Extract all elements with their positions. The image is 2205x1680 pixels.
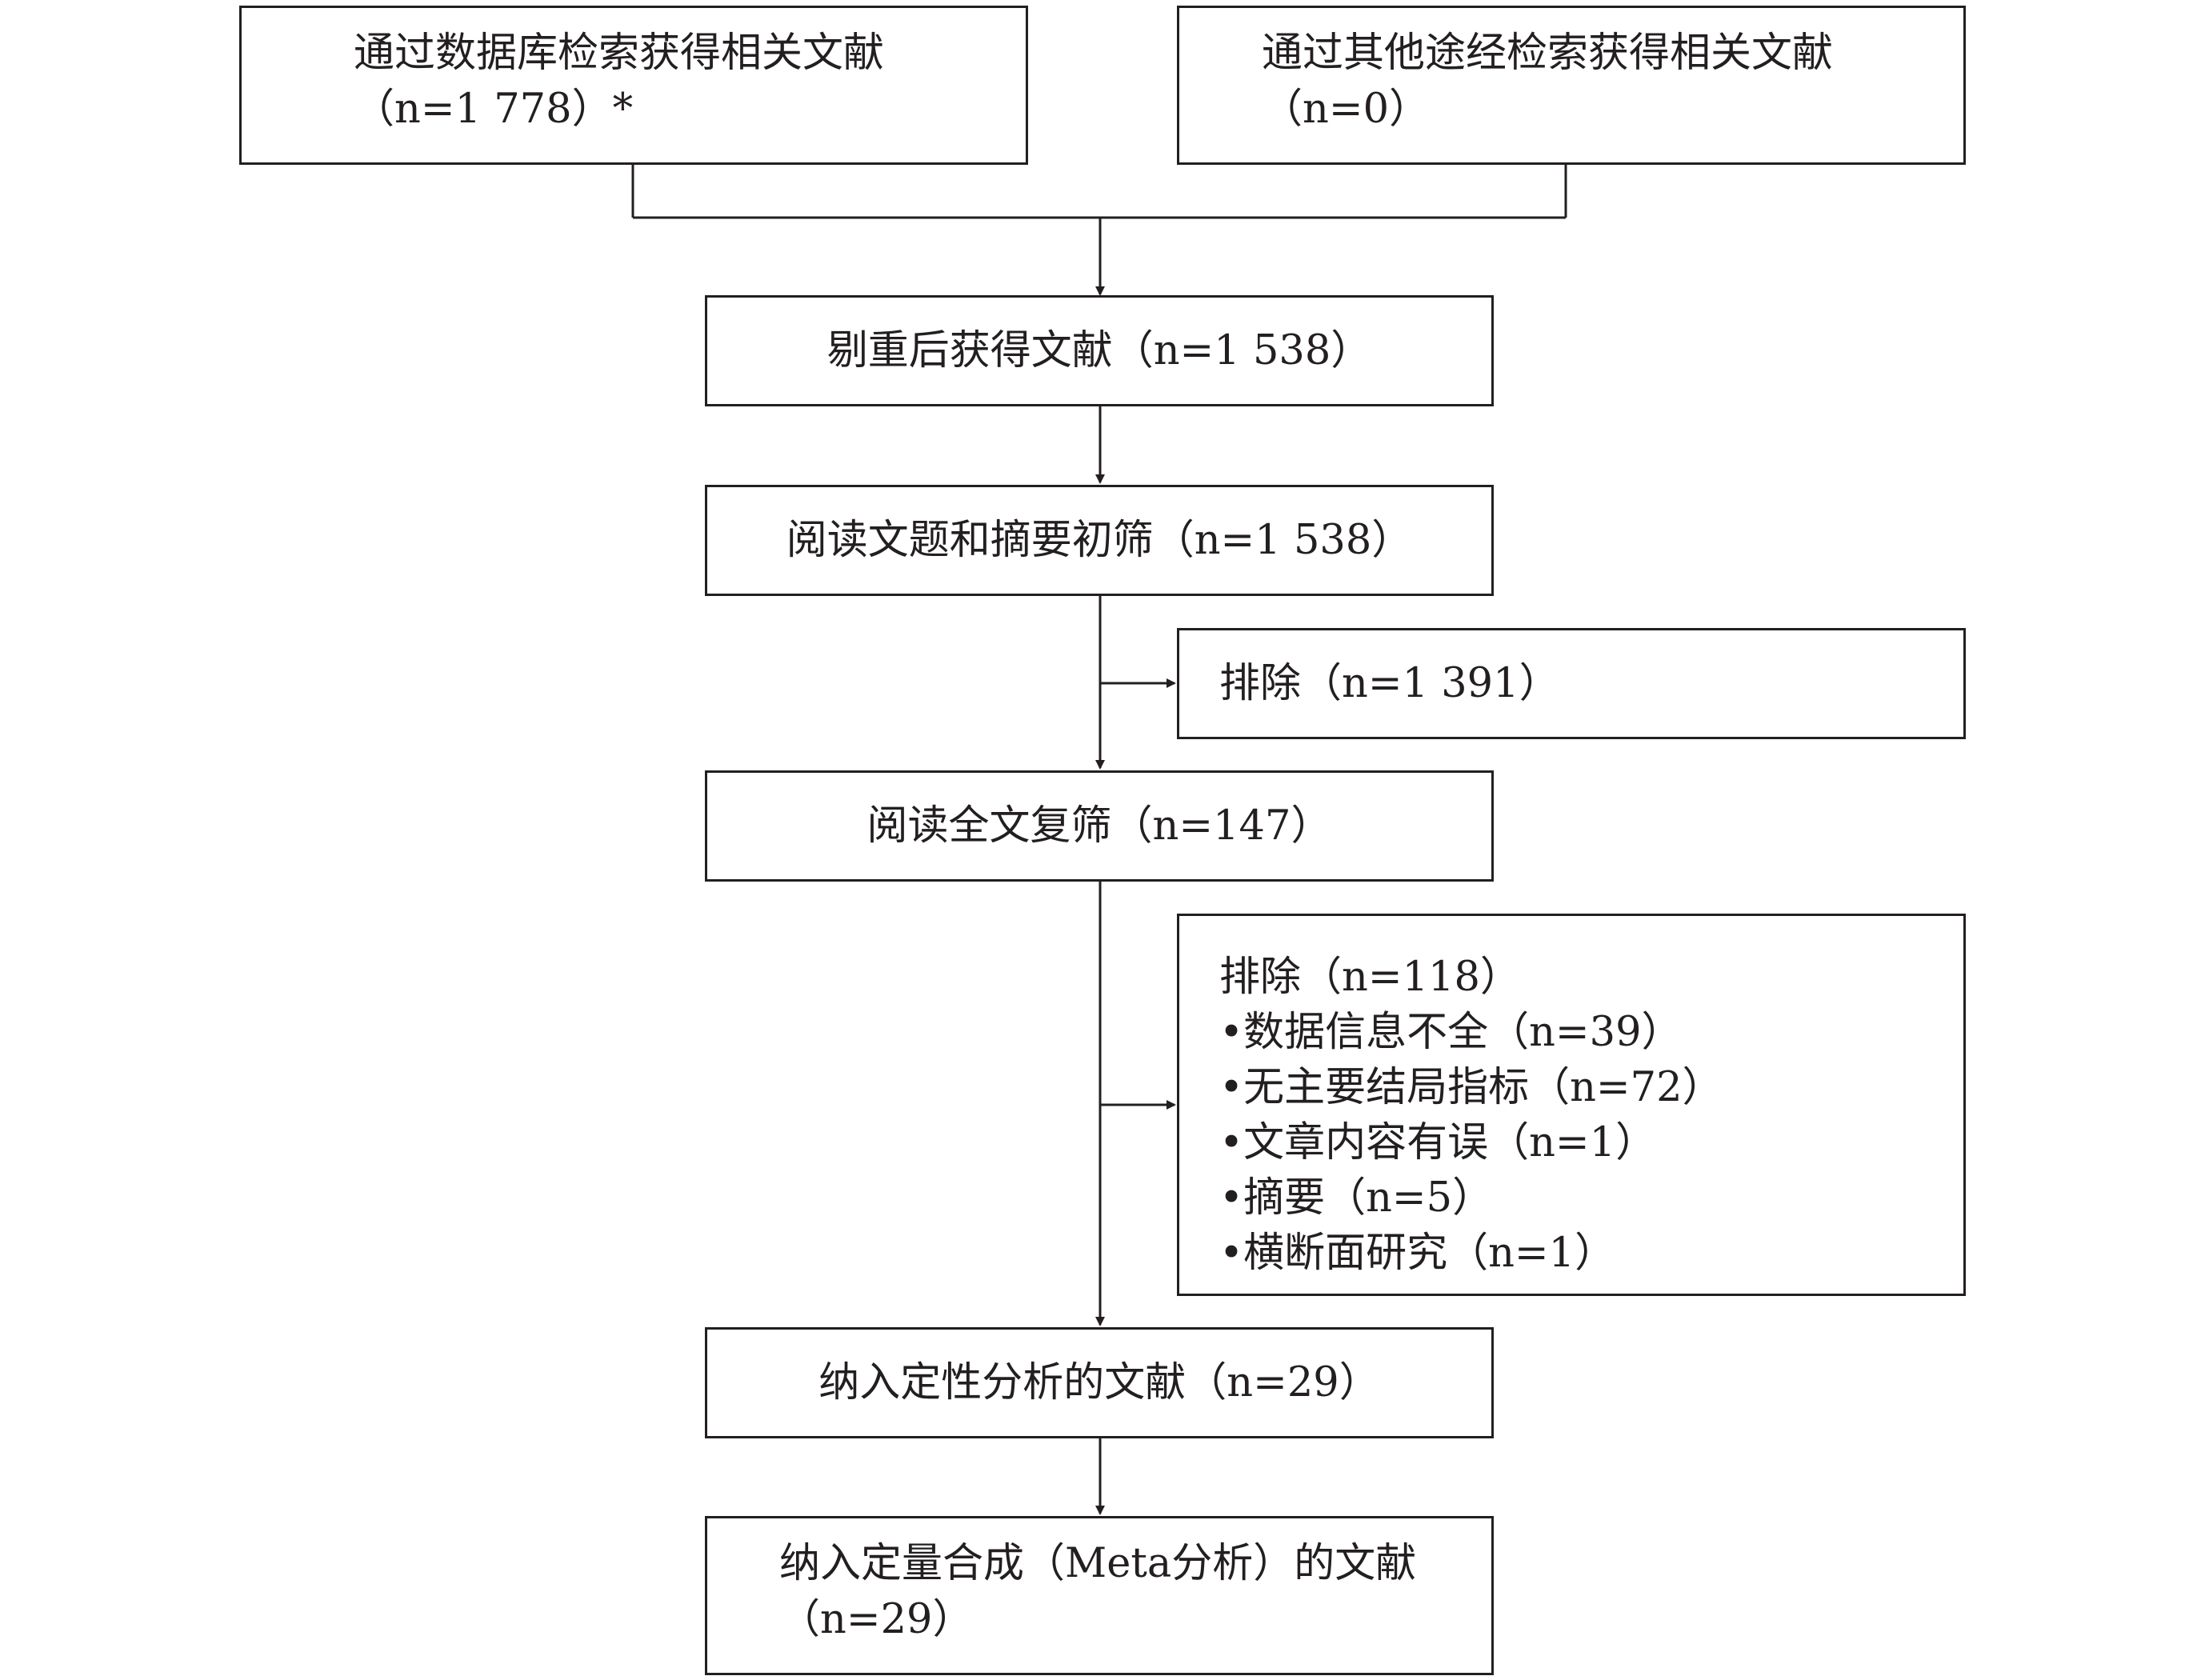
fulltext-screen-label: 阅读全文复筛（n=147） <box>866 802 1332 850</box>
database-search-box: 通过数据库检索获得相关文献 （n=1 778）* <box>239 6 1028 165</box>
database-search-count: （n=1 778）* <box>354 86 634 133</box>
quantitative-label: 纳入定量合成（Meta分析）的文献 <box>779 1540 1417 1587</box>
quantitative-count: （n=29） <box>779 1596 974 1643</box>
excluded-2-box: 排除（n=118） •数据信息不全（n=39） •无主要结局指标（n=72） •… <box>1177 914 1966 1296</box>
title-abstract-screen-box: 阅读文题和摘要初筛（n=1 538） <box>705 485 1494 596</box>
excluded-reason-item: •文章内容有误（n=1） <box>1219 1119 1657 1166</box>
other-search-box: 通过其他途经检索获得相关文献 （n=0） <box>1177 6 1966 165</box>
dedup-label: 剔重后获得文献（n=1 538） <box>826 326 1372 374</box>
qualitative-label: 纳入定性分析的文献（n=29） <box>818 1358 1380 1406</box>
excluded-reason-item: •数据信息不全（n=39） <box>1219 1009 1683 1056</box>
quantitative-box: 纳入定量合成（Meta分析）的文献 （n=29） <box>705 1516 1494 1675</box>
database-search-label: 通过数据库检索获得相关文献 <box>354 30 885 77</box>
dedup-box: 剔重后获得文献（n=1 538） <box>705 295 1494 406</box>
excluded-reason-item: •摘要（n=5） <box>1219 1174 1494 1222</box>
qualitative-box: 纳入定性分析的文献（n=29） <box>705 1327 1494 1438</box>
fulltext-screen-box: 阅读全文复筛（n=147） <box>705 770 1494 882</box>
other-search-count: （n=0） <box>1262 86 1431 133</box>
excluded-reason-item: •横断面研究（n=1） <box>1219 1230 1616 1277</box>
excluded-reason-item: •无主要结局指标（n=72） <box>1219 1064 1723 1111</box>
title-abstract-screen-label: 阅读文题和摘要初筛（n=1 538） <box>786 516 1413 564</box>
excluded-1-label: 排除（n=1 391） <box>1219 659 1560 707</box>
other-search-label: 通过其他途经检索获得相关文献 <box>1262 30 1834 77</box>
excluded-1-box: 排除（n=1 391） <box>1177 628 1966 739</box>
excluded-2-header: 排除（n=118） <box>1219 954 1521 1001</box>
